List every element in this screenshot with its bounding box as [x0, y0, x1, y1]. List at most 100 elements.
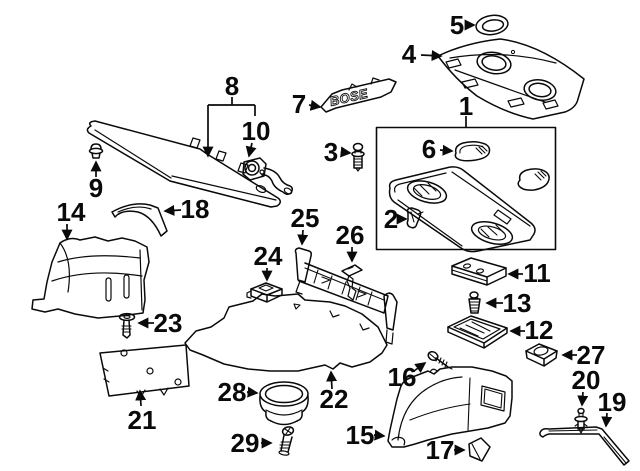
callout-25[interactable]: 25 — [291, 203, 320, 246]
callout-7[interactable]: 7 — [292, 89, 322, 119]
callout-7-number[interactable]: 7 — [292, 89, 306, 119]
callout-24-number[interactable]: 24 — [254, 241, 283, 271]
part-shape-25-sill-plate — [294, 247, 398, 345]
callout-21-leader — [135, 389, 147, 407]
callout-15-number[interactable]: 15 — [346, 420, 375, 450]
part-shape-18-bracket — [111, 203, 168, 237]
callout-11[interactable]: 11 — [507, 258, 551, 288]
callout-6[interactable]: 6 — [422, 134, 454, 164]
part-shape-28-cup — [259, 381, 309, 426]
part-shape-24-cover — [246, 282, 283, 303]
part-shape-17-wedge — [468, 437, 491, 462]
callout-9-number[interactable]: 9 — [89, 173, 103, 203]
callout-3[interactable]: 3 — [324, 137, 352, 167]
callout-21-number[interactable]: 21 — [128, 405, 157, 435]
part-shape-23-screw — [118, 312, 136, 339]
callout-4-number[interactable]: 4 — [402, 39, 417, 69]
part-shape-19-trim-strip — [539, 426, 630, 466]
callout-16-number[interactable]: 16 — [388, 362, 417, 392]
callout-5[interactable]: 5 — [450, 10, 476, 40]
callout-26-number[interactable]: 26 — [336, 220, 365, 250]
callout-7-leader — [308, 99, 322, 111]
part-shape-15-right-trim-panel — [387, 366, 513, 448]
callout-28-leader — [246, 386, 259, 398]
part-shape-10-latch — [242, 157, 294, 196]
callout-3-number[interactable]: 3 — [324, 137, 338, 167]
callout-16[interactable]: 16 — [388, 362, 427, 392]
callout-5-number[interactable]: 5 — [450, 10, 464, 40]
callout-19-number[interactable]: 19 — [598, 387, 627, 417]
part-shape-anchor-cover-right — [517, 168, 550, 191]
part-shape-29-bolt — [278, 426, 295, 456]
part-shape-21-floor-board — [99, 344, 190, 398]
callout-18[interactable]: 18 — [163, 194, 210, 224]
callout-4[interactable]: 4 — [402, 39, 443, 69]
callout-25-number[interactable]: 25 — [291, 203, 320, 233]
callout-10-number[interactable]: 10 — [242, 116, 271, 146]
callout-2[interactable]: 2 — [384, 204, 408, 234]
assembly-box-1 — [375, 126, 557, 251]
callout-28-number[interactable]: 28 — [218, 377, 247, 407]
callout-3-leader — [340, 146, 352, 158]
callout-6-leader — [439, 144, 454, 156]
callout-22-number[interactable]: 22 — [320, 384, 349, 414]
part-shape-4-package-tray — [437, 38, 585, 120]
callout-8[interactable]: 8 — [202, 71, 256, 158]
callout-21[interactable]: 21 — [128, 389, 157, 435]
callout-22-leader — [326, 370, 338, 390]
part-shape-20-pin — [574, 407, 588, 434]
callout-2-number[interactable]: 2 — [384, 204, 398, 234]
callout-11-number[interactable]: 11 — [523, 258, 551, 288]
callout-29-number[interactable]: 29 — [231, 428, 260, 458]
callout-18-number[interactable]: 18 — [181, 194, 210, 224]
callout-23[interactable]: 23 — [137, 308, 183, 338]
callout-27-number[interactable]: 27 — [577, 340, 606, 370]
callout-1[interactable]: 1 — [459, 91, 473, 127]
callout-24[interactable]: 24 — [254, 241, 283, 282]
callout-22[interactable]: 22 — [320, 370, 349, 414]
callout-17[interactable]: 17 — [426, 435, 466, 465]
part-shape-7-bose-emblem: BOSE — [320, 77, 397, 113]
callout-15[interactable]: 15 — [346, 420, 386, 450]
part-shape-14-left-trim-panel — [31, 236, 150, 319]
callouts-layer: 1234567891011121314151617181920212223242… — [57, 10, 627, 465]
part-shape-9-clip — [88, 143, 104, 159]
callout-23-number[interactable]: 23 — [154, 308, 183, 338]
part-shape-1-tray-trim — [388, 166, 536, 253]
callout-18-leader — [163, 204, 182, 216]
callout-10[interactable]: 10 — [242, 116, 271, 158]
callout-29[interactable]: 29 — [231, 428, 273, 458]
callout-15-leader — [373, 429, 386, 441]
callout-17-number[interactable]: 17 — [426, 435, 455, 465]
part-shape-22-trunk-mat — [184, 293, 388, 372]
callout-27[interactable]: 27 — [561, 340, 606, 370]
callout-20[interactable]: 20 — [572, 365, 601, 407]
part-shape-26-hook-clip — [341, 264, 363, 301]
part-shape-13-clip — [468, 291, 481, 314]
callout-9[interactable]: 9 — [89, 160, 103, 203]
callout-14[interactable]: 14 — [57, 197, 86, 241]
callout-19-leader — [601, 412, 613, 428]
callout-10-leader — [245, 142, 257, 158]
part-shape-11-box — [451, 257, 507, 286]
callout-28[interactable]: 28 — [218, 377, 259, 407]
part-shape-5-grommet — [475, 14, 509, 36]
callout-13-number[interactable]: 13 — [503, 288, 532, 318]
callout-14-number[interactable]: 14 — [57, 197, 86, 227]
callout-19[interactable]: 19 — [598, 387, 627, 428]
callout-8-number[interactable]: 8 — [225, 71, 239, 101]
part-shape-8-folded-panel — [86, 120, 281, 208]
part-shape-3-rivet — [351, 142, 365, 172]
part-shape-2-clip — [406, 207, 424, 229]
callout-20-leader — [577, 391, 589, 407]
part-shape-27-bezel — [525, 343, 558, 367]
callout-6-number[interactable]: 6 — [422, 134, 436, 164]
callout-26[interactable]: 26 — [336, 220, 365, 263]
callout-1-number[interactable]: 1 — [459, 91, 473, 121]
callout-12-number[interactable]: 12 — [525, 315, 554, 345]
callout-20-number[interactable]: 20 — [572, 365, 601, 395]
callout-13[interactable]: 13 — [485, 288, 532, 318]
callout-12[interactable]: 12 — [509, 315, 554, 345]
callout-4-leader — [420, 50, 443, 62]
